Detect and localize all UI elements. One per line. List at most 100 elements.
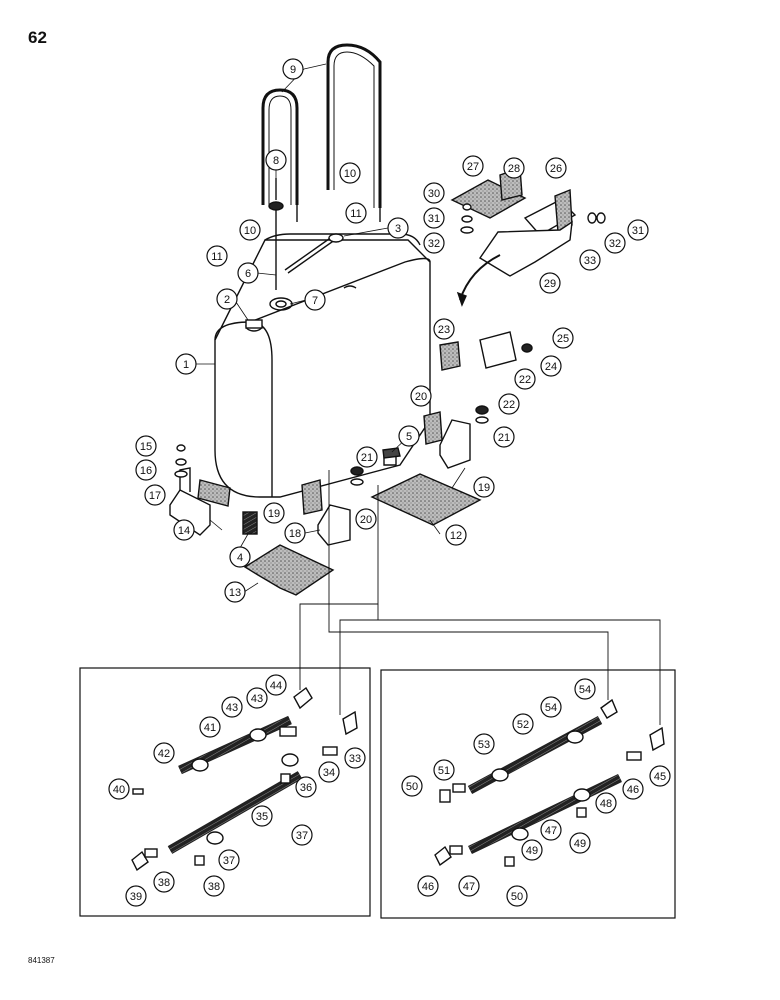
callout-circle — [387, 217, 409, 239]
callout-circle — [265, 149, 287, 171]
step-bracket-assembly — [439, 167, 606, 371]
callout-52: 52 — [512, 713, 534, 735]
callout-circle — [318, 761, 340, 783]
callout-number: 1 — [183, 359, 189, 371]
callout-13: 13 — [224, 581, 246, 603]
callout-circle — [604, 232, 626, 254]
callout-number: 31 — [428, 213, 440, 225]
callout-number: 39 — [130, 891, 142, 903]
callout-21: 21 — [356, 446, 378, 468]
callout-43: 43 — [221, 696, 243, 718]
callout-circle — [595, 792, 617, 814]
callout-22: 22 — [498, 393, 520, 415]
callout-31: 31 — [627, 219, 649, 241]
callout-50: 50 — [506, 885, 528, 907]
callout-27: 27 — [462, 155, 484, 177]
callout-number: 21 — [361, 452, 373, 464]
callout-number: 53 — [478, 739, 490, 751]
callout-54: 54 — [574, 678, 596, 700]
callout-47: 47 — [458, 875, 480, 897]
callout-number: 49 — [526, 845, 538, 857]
callout-circle — [433, 759, 455, 781]
callout-number: 32 — [609, 238, 621, 250]
callout-circle — [423, 232, 445, 254]
callout-number: 32 — [428, 238, 440, 250]
callout-circle — [473, 733, 495, 755]
callout-circle — [355, 508, 377, 530]
callout-number: 49 — [574, 838, 586, 850]
callout-number: 23 — [438, 324, 450, 336]
callout-1: 1 — [175, 353, 197, 375]
callout-number: 28 — [508, 163, 520, 175]
callout-20: 20 — [410, 385, 432, 407]
callout-circle — [263, 502, 285, 524]
callout-number: 4 — [237, 552, 243, 564]
callout-41: 41 — [199, 716, 221, 738]
callout-12: 12 — [445, 524, 467, 546]
callout-circle — [423, 182, 445, 204]
callout-number: 8 — [273, 155, 279, 167]
callout-circle — [521, 839, 543, 861]
callout-38: 38 — [153, 871, 175, 893]
page-number: 62 — [28, 28, 47, 47]
fuel-tank — [214, 233, 431, 498]
callout-number: 17 — [149, 490, 161, 502]
callout-circle — [545, 157, 567, 179]
fitting-kit-box-left — [79, 667, 371, 917]
callout-number: 52 — [517, 719, 529, 731]
callout-number: 21 — [498, 432, 510, 444]
callout-number: 34 — [323, 767, 335, 779]
callout-18: 18 — [284, 522, 306, 544]
hose-routing-lines — [299, 470, 661, 725]
callout-number: 24 — [545, 361, 557, 373]
callout-43: 43 — [246, 687, 268, 709]
callout-number: 54 — [545, 702, 557, 714]
callout-15: 15 — [135, 435, 157, 457]
callout-2: 2 — [216, 288, 238, 310]
callout-5: 5 — [398, 425, 420, 447]
callout-circle — [574, 678, 596, 700]
callout-circle — [304, 289, 326, 311]
callout-39: 39 — [125, 885, 147, 907]
callout-number: 48 — [600, 798, 612, 810]
callout-21: 21 — [493, 426, 515, 448]
callout-20: 20 — [355, 508, 377, 530]
callout-circle — [512, 713, 534, 735]
callout-number: 38 — [208, 881, 220, 893]
callout-16: 16 — [135, 459, 157, 481]
callout-circle — [462, 155, 484, 177]
callout-11: 11 — [206, 245, 228, 267]
callout-number: 2 — [224, 294, 230, 306]
callout-3: 3 — [387, 217, 409, 239]
callout-28: 28 — [503, 157, 525, 179]
callout-10: 10 — [339, 162, 361, 184]
callout-38: 38 — [203, 875, 225, 897]
callout-11: 11 — [345, 202, 367, 224]
callout-circle — [433, 318, 455, 340]
callout-circle — [153, 742, 175, 764]
callout-number: 54 — [579, 684, 591, 696]
callout-6: 6 — [237, 262, 259, 284]
callout-7: 7 — [304, 289, 326, 311]
callout-number: 7 — [312, 295, 318, 307]
callout-circle — [622, 778, 644, 800]
callout-50: 50 — [401, 775, 423, 797]
callout-circle — [237, 262, 259, 284]
callout-number: 27 — [467, 161, 479, 173]
callout-number: 50 — [406, 781, 418, 793]
callout-number: 25 — [557, 333, 569, 345]
callout-31: 31 — [423, 207, 445, 229]
callout-circle — [344, 747, 366, 769]
callout-circle — [218, 849, 240, 871]
callout-number: 44 — [270, 680, 282, 692]
callout-54: 54 — [540, 696, 562, 718]
callout-circle — [540, 355, 562, 377]
callout-23: 23 — [433, 318, 455, 340]
callout-32: 32 — [604, 232, 626, 254]
callout-number: 37 — [296, 830, 308, 842]
callout-circle — [398, 425, 420, 447]
callout-circle — [265, 674, 287, 696]
fitting-kit-box-right — [380, 669, 676, 919]
